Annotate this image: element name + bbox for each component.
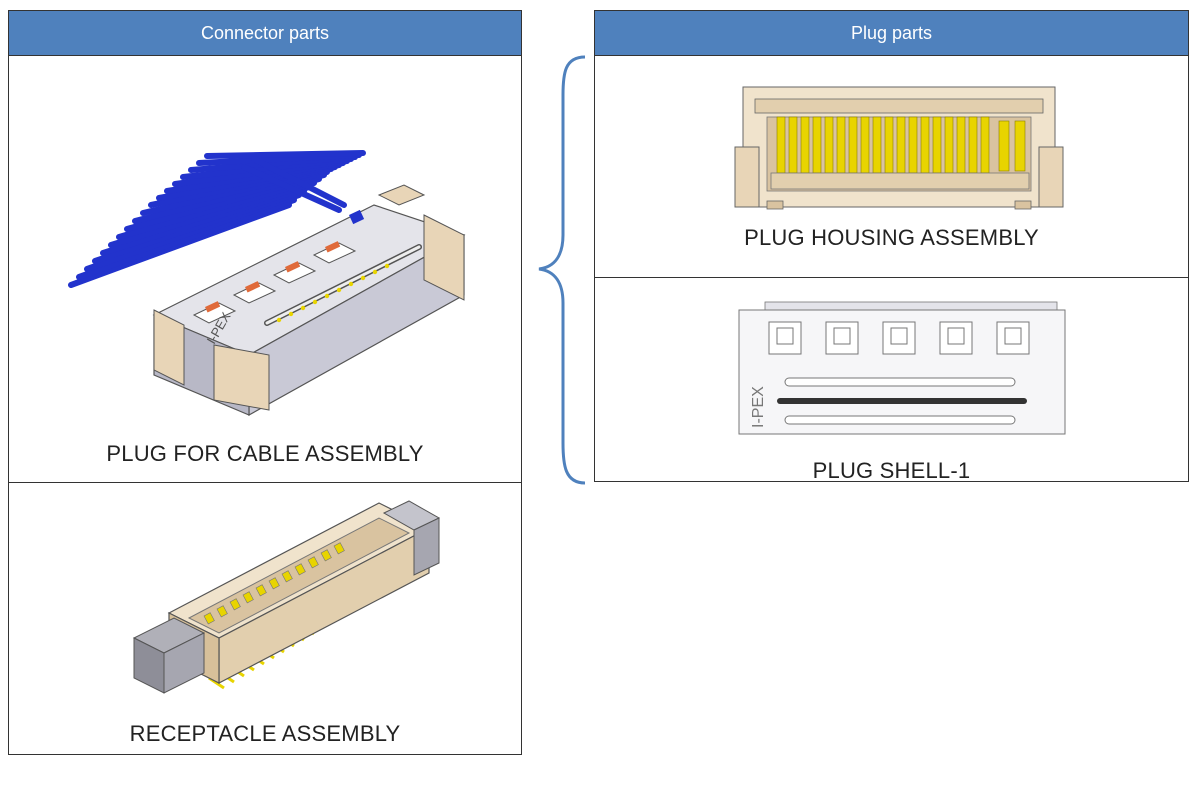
shell-logo-text: I-PEX	[750, 386, 767, 428]
plug-shell-image: I-PEX	[738, 301, 1066, 435]
plug-cable-assembly-cell: I-PEX PLUG FOR CABLE ASSEMBLY	[9, 55, 521, 482]
plug-housing-assembly-image	[734, 86, 1064, 210]
connector-divider	[9, 482, 521, 483]
receptacle-assembly-label: RECEPTACLE ASSEMBLY	[129, 721, 401, 746]
plug-parts-header: Plug parts	[595, 11, 1188, 56]
shell-windows	[768, 321, 1030, 355]
receptacle-assembly-cell: RECEPTACLE ASSEMBLY	[9, 483, 521, 754]
plug-shell-cell: I-PEX PLUG SHELL-1	[595, 278, 1188, 483]
connector-parts-header: Connector parts	[9, 11, 521, 56]
plug-parts-panel: Plug parts PLUG HOU	[594, 10, 1189, 483]
plug-housing-assembly-cell: PLUG HOUSING ASSEMBLY	[595, 55, 1188, 277]
housing-contacts	[776, 116, 1026, 174]
connector-parts-panel: Connector parts	[8, 10, 522, 755]
receptacle-assembly-image	[132, 500, 441, 694]
plug-cable-assembly-label: PLUG FOR CABLE ASSEMBLY	[106, 441, 424, 466]
plug-shell-label: PLUG SHELL-1	[812, 458, 971, 483]
cable-wires	[68, 150, 366, 288]
plug-cable-assembly-image: I-PEX	[68, 150, 466, 417]
curly-brace-icon	[538, 55, 586, 485]
plug-divider	[595, 277, 1188, 278]
plug-housing-assembly-label: PLUG HOUSING ASSEMBLY	[744, 225, 1039, 250]
